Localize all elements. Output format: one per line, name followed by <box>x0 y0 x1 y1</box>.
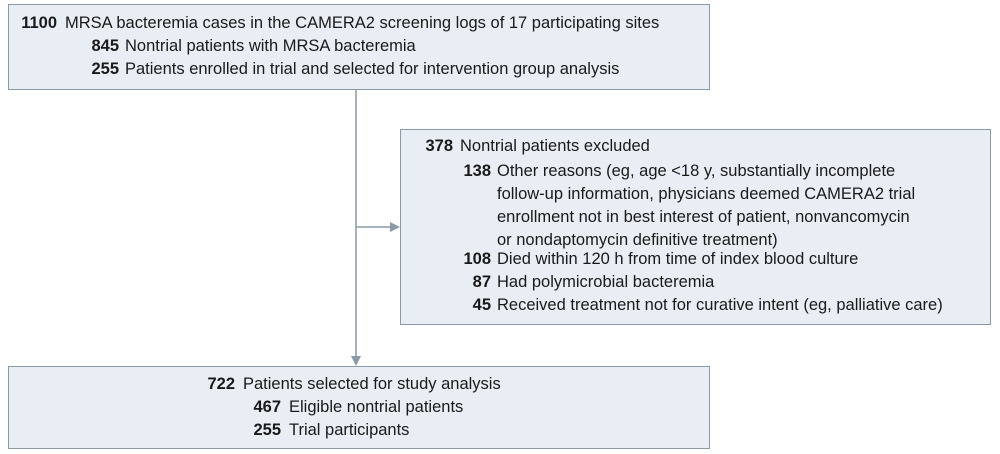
label: Patients selected for study analysis <box>243 375 501 393</box>
label: Nontrial patients with MRSA bacteremia <box>125 37 416 55</box>
label: Nontrial patients excluded <box>460 137 650 155</box>
label: Eligible nontrial patients <box>289 398 464 416</box>
count: 467 <box>253 398 281 416</box>
count: 255 <box>253 421 281 439</box>
count: 108 <box>463 250 491 268</box>
count: 845 <box>91 37 119 55</box>
label: Had polymicrobial bacteremia <box>497 273 715 291</box>
exclusion-box: 378 Nontrial patients excluded 138 Other… <box>400 129 991 325</box>
label-line: or nondaptomycin definitive treatment) <box>497 231 778 249</box>
label: Patients enrolled in trial and selected … <box>125 60 620 78</box>
label: Received treatment not for curative inte… <box>497 296 943 314</box>
count: 87 <box>472 273 491 291</box>
count: 45 <box>472 296 491 314</box>
count: 255 <box>91 60 119 78</box>
count: 1100 <box>21 14 57 32</box>
count: 722 <box>207 375 235 393</box>
label: Died within 120 h from time of index blo… <box>497 250 859 268</box>
label: Trial participants <box>289 421 410 439</box>
count: 138 <box>463 162 491 180</box>
label: MRSA bacteremia cases in the CAMERA2 scr… <box>65 14 660 32</box>
study-analysis-box: 722 Patients selected for study analysis… <box>8 366 710 449</box>
screening-box: 1100 MRSA bacteremia cases in the CAMERA… <box>8 4 710 90</box>
label-line: follow-up information, physicians deemed… <box>497 185 916 203</box>
label-line: enrollment not in best interest of patie… <box>497 208 910 226</box>
label-line: Other reasons (eg, age <18 y, substantia… <box>497 162 896 180</box>
count: 378 <box>425 137 453 155</box>
